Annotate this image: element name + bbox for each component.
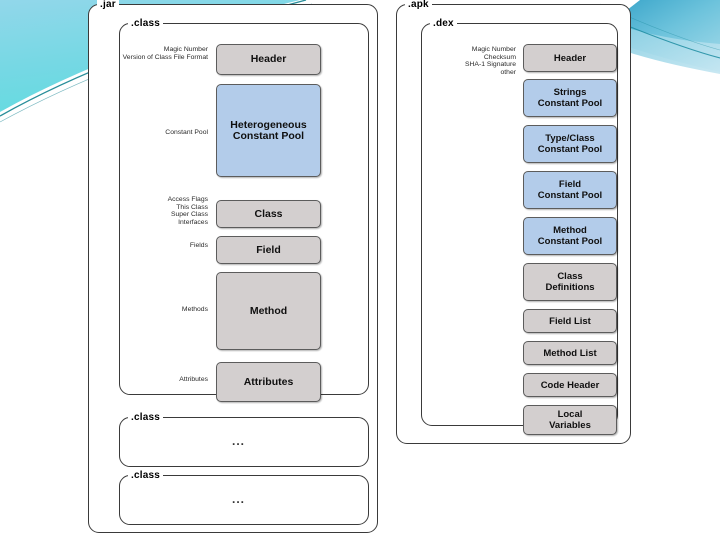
class-panel-2-label: .class xyxy=(128,412,164,423)
annotation-access-flags: Access Flags This Class Super Class Inte… xyxy=(167,196,208,226)
block-method-list[interactable]: Method List xyxy=(523,341,617,365)
class-panel-collapsed-2[interactable]: .class ... xyxy=(119,470,369,525)
block-strings-constant-pool[interactable]: Strings Constant Pool xyxy=(523,79,617,117)
annotation-fields: Fields xyxy=(189,242,208,249)
apk-panel-label: .apk xyxy=(405,0,432,10)
swoosh-top-left xyxy=(0,0,300,112)
block-field-list[interactable]: Field List xyxy=(523,309,617,333)
block-class[interactable]: Class xyxy=(216,200,321,228)
class-panel-label: .class xyxy=(128,18,164,29)
block-method[interactable]: Method xyxy=(216,272,321,350)
block-method-constant-pool[interactable]: Method Constant Pool xyxy=(523,217,617,255)
block-local-variables[interactable]: Local Variables xyxy=(523,405,617,435)
class-panel-collapsed-1[interactable]: .class ... xyxy=(119,412,369,467)
annotation-attributes: Attributes xyxy=(179,376,208,383)
dex-panel-label: .dex xyxy=(430,18,457,29)
block-header[interactable]: Header xyxy=(216,44,321,75)
class-panel-2-ellipsis: ... xyxy=(232,434,246,448)
class-panel-3-ellipsis: ... xyxy=(232,492,246,506)
block-heterogeneous-constant-pool[interactable]: Heterogeneous Constant Pool xyxy=(216,84,321,177)
apk-container-panel[interactable]: .apk .dex Magic Number Checksum SHA-1 Si… xyxy=(396,0,631,444)
dex-panel[interactable]: .dex Magic Number Checksum SHA-1 Signatu… xyxy=(421,18,618,435)
jar-container-panel[interactable]: .jar .class Magic Number Version of Clas… xyxy=(88,0,378,533)
annotation-methods: Methods xyxy=(181,306,208,313)
annotation-magic-number: Magic Number Version of Class File Forma… xyxy=(122,46,208,61)
annotation-constant-pool: Constant Pool xyxy=(165,129,208,136)
block-class-definitions[interactable]: Class Definitions xyxy=(523,263,617,301)
block-dex-header[interactable]: Header xyxy=(523,44,617,72)
class-panel-detailed[interactable]: .class Magic Number Version of Class Fil… xyxy=(119,18,369,402)
jar-panel-label: .jar xyxy=(97,0,119,10)
block-attributes[interactable]: Attributes xyxy=(216,362,321,402)
block-field-constant-pool[interactable]: Field Constant Pool xyxy=(523,171,617,209)
block-code-header[interactable]: Code Header xyxy=(523,373,617,397)
class-panel-3-label: .class xyxy=(128,470,164,481)
block-field[interactable]: Field xyxy=(216,236,321,264)
block-type-class-constant-pool[interactable]: Type/Class Constant Pool xyxy=(523,125,617,163)
annotation-dex-header: Magic Number Checksum SHA-1 Signature ot… xyxy=(464,46,516,76)
